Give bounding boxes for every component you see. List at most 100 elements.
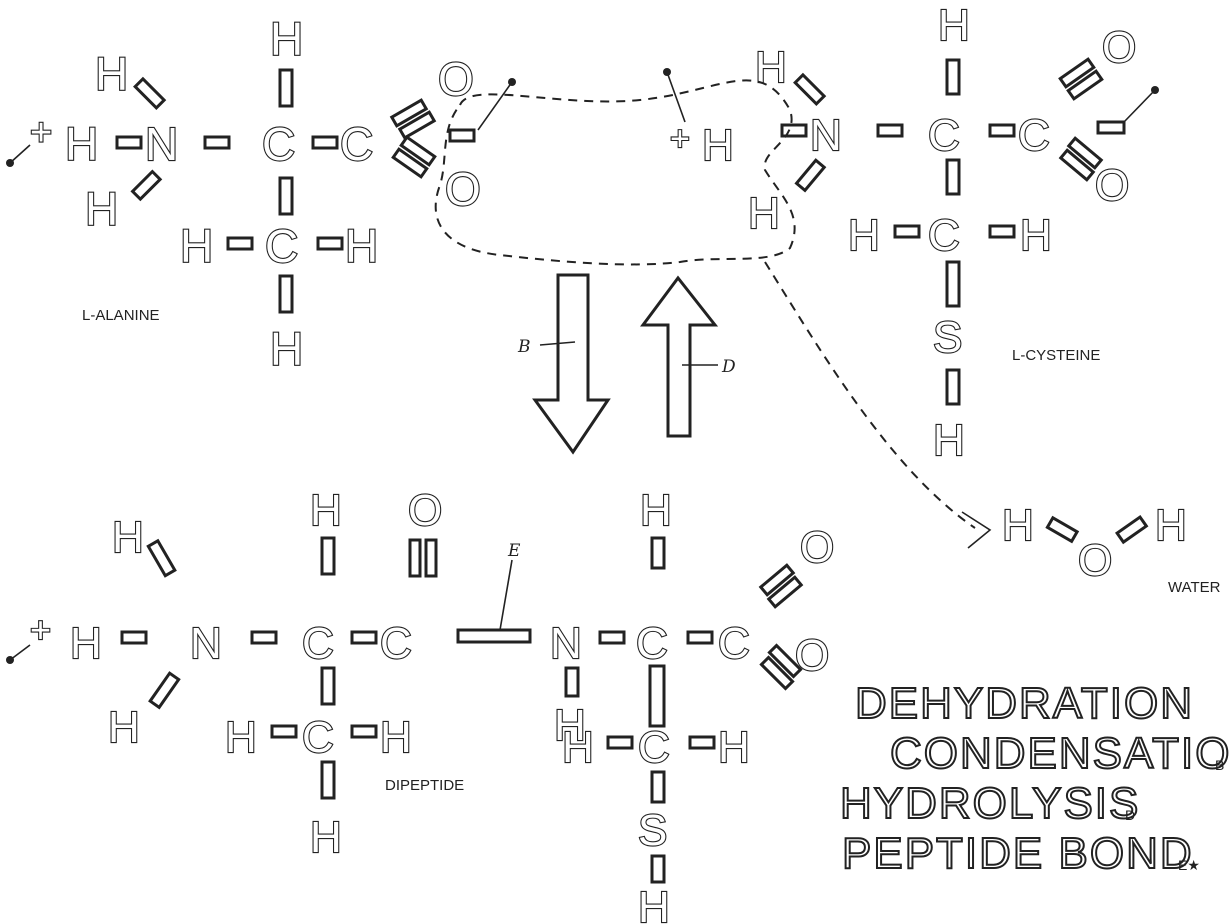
atom-h: H — [718, 723, 750, 772]
atom-c: C — [265, 220, 298, 272]
atom-o: O — [795, 631, 829, 680]
single-bond — [598, 630, 626, 645]
single-bond — [988, 224, 1016, 239]
double-bond — [1058, 57, 1096, 89]
dipeptide-molecule: + H N H H C H C H H H C O E N H C H C — [6, 485, 835, 924]
atom-s: S — [638, 806, 667, 855]
bond-e-label: E — [507, 541, 521, 561]
atom-o: O — [438, 53, 474, 105]
single-bond — [1096, 120, 1126, 135]
single-bond — [945, 58, 961, 96]
atom-h: H — [225, 713, 257, 762]
atom-h: H — [345, 220, 378, 272]
atom-h: H — [554, 701, 586, 750]
single-bond — [226, 236, 254, 251]
single-bond — [278, 68, 294, 108]
atom-c: C — [1018, 111, 1050, 160]
double-bond — [389, 98, 429, 128]
single-bond — [686, 630, 714, 645]
single-bond — [130, 169, 163, 202]
single-bond — [320, 536, 336, 576]
atom-h: H — [270, 323, 303, 375]
atom-h: H — [310, 486, 342, 535]
single-bond — [606, 735, 634, 750]
legend-dehydration: DEHYDRATION — [855, 679, 1194, 728]
legend-hydrolysis: HYDROLYSIS — [840, 779, 1140, 828]
single-bond — [146, 538, 177, 578]
legend-condensation: CONDENSATION — [890, 729, 1232, 778]
single-bond — [945, 368, 961, 406]
electron-dot — [1151, 86, 1159, 94]
double-bond — [399, 135, 437, 167]
single-bond — [448, 128, 476, 143]
atom-h: H — [1155, 501, 1187, 550]
dipeptide-label: DIPEPTIDE — [385, 777, 464, 794]
atom-o: O — [1102, 23, 1136, 72]
atom-o: O — [1095, 161, 1129, 210]
atom-h: H — [848, 211, 880, 260]
single-bond — [311, 135, 339, 150]
single-bond — [203, 135, 231, 150]
peptide-bond[interactable] — [456, 628, 532, 644]
atom-h: H — [85, 183, 118, 235]
single-bond — [1045, 515, 1080, 544]
atom-h: H — [748, 189, 780, 238]
cysteine-label: L-CYSTEINE — [1012, 347, 1100, 364]
hydrolysis-arrow-d — [640, 275, 719, 438]
atom-h: H — [95, 48, 128, 100]
atom-n: N — [810, 111, 842, 160]
atom-n: N — [145, 118, 178, 170]
bond-e-leader — [499, 559, 513, 631]
atom-h: H — [270, 13, 303, 65]
single-bond — [650, 770, 666, 804]
single-bond — [650, 854, 666, 884]
water-molecule: H O H WATER — [1001, 500, 1221, 596]
atom-h: H — [755, 43, 787, 92]
double-bond — [424, 538, 438, 578]
atom-h: H — [108, 703, 140, 752]
atom-c: C — [340, 118, 373, 170]
double-bond — [766, 575, 804, 609]
cysteine-molecule: + H N H H C H C H H S H C O O L-CYSTEINE — [663, 0, 1159, 466]
atom-h: H — [933, 416, 965, 465]
charge-dot — [6, 656, 14, 664]
charge-leader-line — [666, 71, 686, 123]
atom-c: C — [380, 619, 412, 668]
single-bond — [350, 724, 378, 739]
atom-h: H — [702, 121, 734, 170]
atom-h: H — [1002, 501, 1034, 550]
atom-h: H — [65, 118, 98, 170]
single-bond — [250, 630, 278, 645]
legend-peptide-bond: PEPTIDE BOND — [842, 829, 1194, 878]
atom-c: C — [302, 619, 334, 668]
alanine-label: L-ALANINE — [82, 307, 160, 324]
double-bond — [767, 643, 803, 679]
atom-c: C — [928, 211, 960, 260]
single-bond — [278, 274, 294, 314]
electron-dot — [508, 78, 516, 86]
atom-c: C — [636, 619, 668, 668]
condensation-arrow-b — [532, 273, 611, 455]
single-bond — [270, 724, 298, 739]
atom-c: C — [638, 723, 670, 772]
atom-c: C — [302, 713, 334, 762]
legend-condensation-mark: B — [1215, 757, 1224, 773]
single-bond — [350, 630, 378, 645]
water-path-arrow — [764, 261, 976, 529]
single-bond — [115, 135, 143, 150]
single-bond — [793, 72, 827, 106]
single-bond — [945, 260, 961, 308]
lone-pair-line — [1123, 89, 1156, 123]
double-bond — [1058, 148, 1096, 182]
single-bond — [120, 630, 148, 645]
double-bond — [1066, 69, 1104, 101]
atom-o: O — [1078, 536, 1112, 585]
single-bond — [780, 123, 808, 138]
charge-dot — [6, 159, 14, 167]
single-bond — [320, 760, 336, 800]
double-bond — [391, 147, 429, 179]
single-bond — [945, 158, 961, 196]
single-bond — [893, 224, 921, 239]
single-bond — [650, 536, 666, 570]
